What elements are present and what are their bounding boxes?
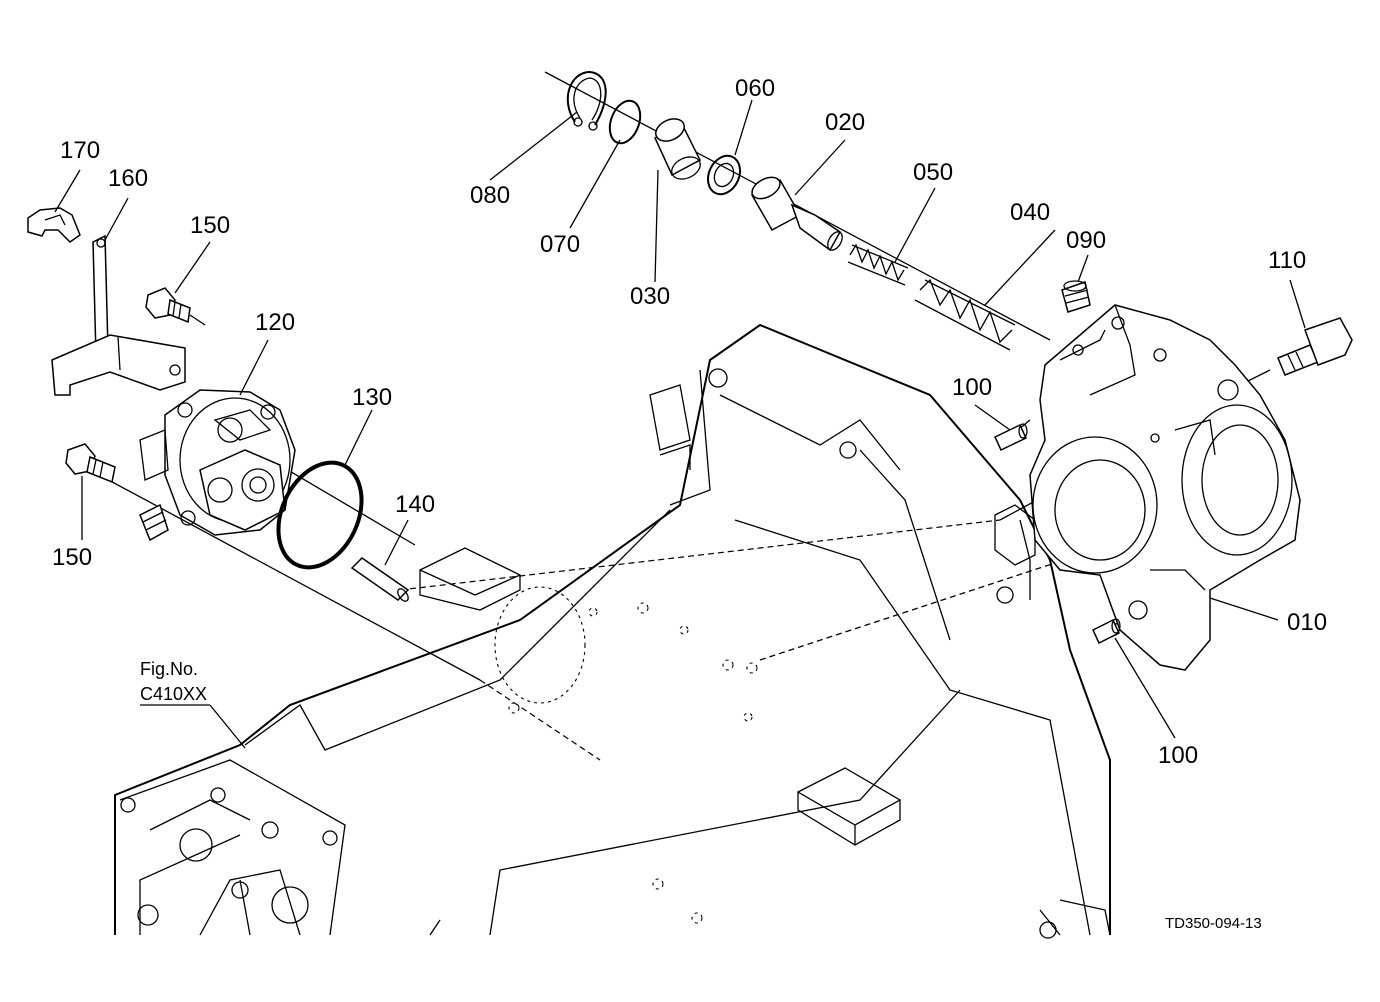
bolt-150-upper bbox=[145, 287, 191, 324]
clip-170 bbox=[27, 207, 81, 243]
label-080: 080 bbox=[470, 182, 510, 209]
plug-030 bbox=[654, 118, 701, 180]
part-labels: 010 020 030 040 050 060 070 080 090 100 … bbox=[52, 75, 1327, 769]
valve-body-010 bbox=[1029, 304, 1301, 671]
spool-020 bbox=[750, 176, 843, 252]
label-010: 010 bbox=[1287, 609, 1327, 636]
spring-040 bbox=[914, 278, 1016, 351]
spring-050 bbox=[847, 243, 909, 286]
label-100-lower: 100 bbox=[1158, 742, 1198, 769]
pin-100-upper bbox=[994, 423, 1028, 452]
label-160: 160 bbox=[108, 165, 148, 192]
figure-reference: Fig.No. C410XX TD350-094-13 bbox=[140, 659, 1262, 932]
label-130: 130 bbox=[352, 384, 392, 411]
label-060: 060 bbox=[735, 75, 775, 102]
pin-140 bbox=[350, 557, 410, 602]
leader-lines bbox=[54, 99, 1306, 749]
label-110: 110 bbox=[1268, 247, 1306, 274]
transmission-housing bbox=[114, 323, 1111, 939]
pump-120 bbox=[139, 389, 296, 542]
washer-060 bbox=[706, 154, 742, 196]
plug-090 bbox=[1061, 280, 1091, 313]
pin-100-lower bbox=[1092, 618, 1121, 645]
o-ring-130 bbox=[276, 460, 364, 570]
label-030: 030 bbox=[630, 283, 670, 310]
o-ring-070 bbox=[608, 99, 642, 145]
label-170: 170 bbox=[60, 137, 100, 164]
label-150-lower: 150 bbox=[52, 544, 92, 571]
label-120: 120 bbox=[255, 309, 295, 336]
banjo-bolt-110 bbox=[1277, 317, 1353, 376]
label-040: 040 bbox=[1010, 199, 1050, 226]
label-020: 020 bbox=[825, 109, 865, 136]
label-100-upper: 100 bbox=[952, 374, 992, 401]
bolt-150-lower bbox=[65, 443, 116, 484]
label-050: 050 bbox=[913, 159, 953, 186]
circlip-080 bbox=[566, 70, 607, 131]
drawing-code: TD350-094-13 bbox=[1165, 915, 1262, 932]
fig-no-value: C410XX bbox=[140, 684, 207, 704]
label-150-upper: 150 bbox=[190, 212, 230, 239]
label-090: 090 bbox=[1066, 227, 1106, 254]
label-070: 070 bbox=[540, 231, 580, 258]
fig-no-label: Fig.No. bbox=[140, 659, 198, 679]
label-140: 140 bbox=[395, 491, 435, 518]
bracket-160 bbox=[51, 234, 186, 396]
